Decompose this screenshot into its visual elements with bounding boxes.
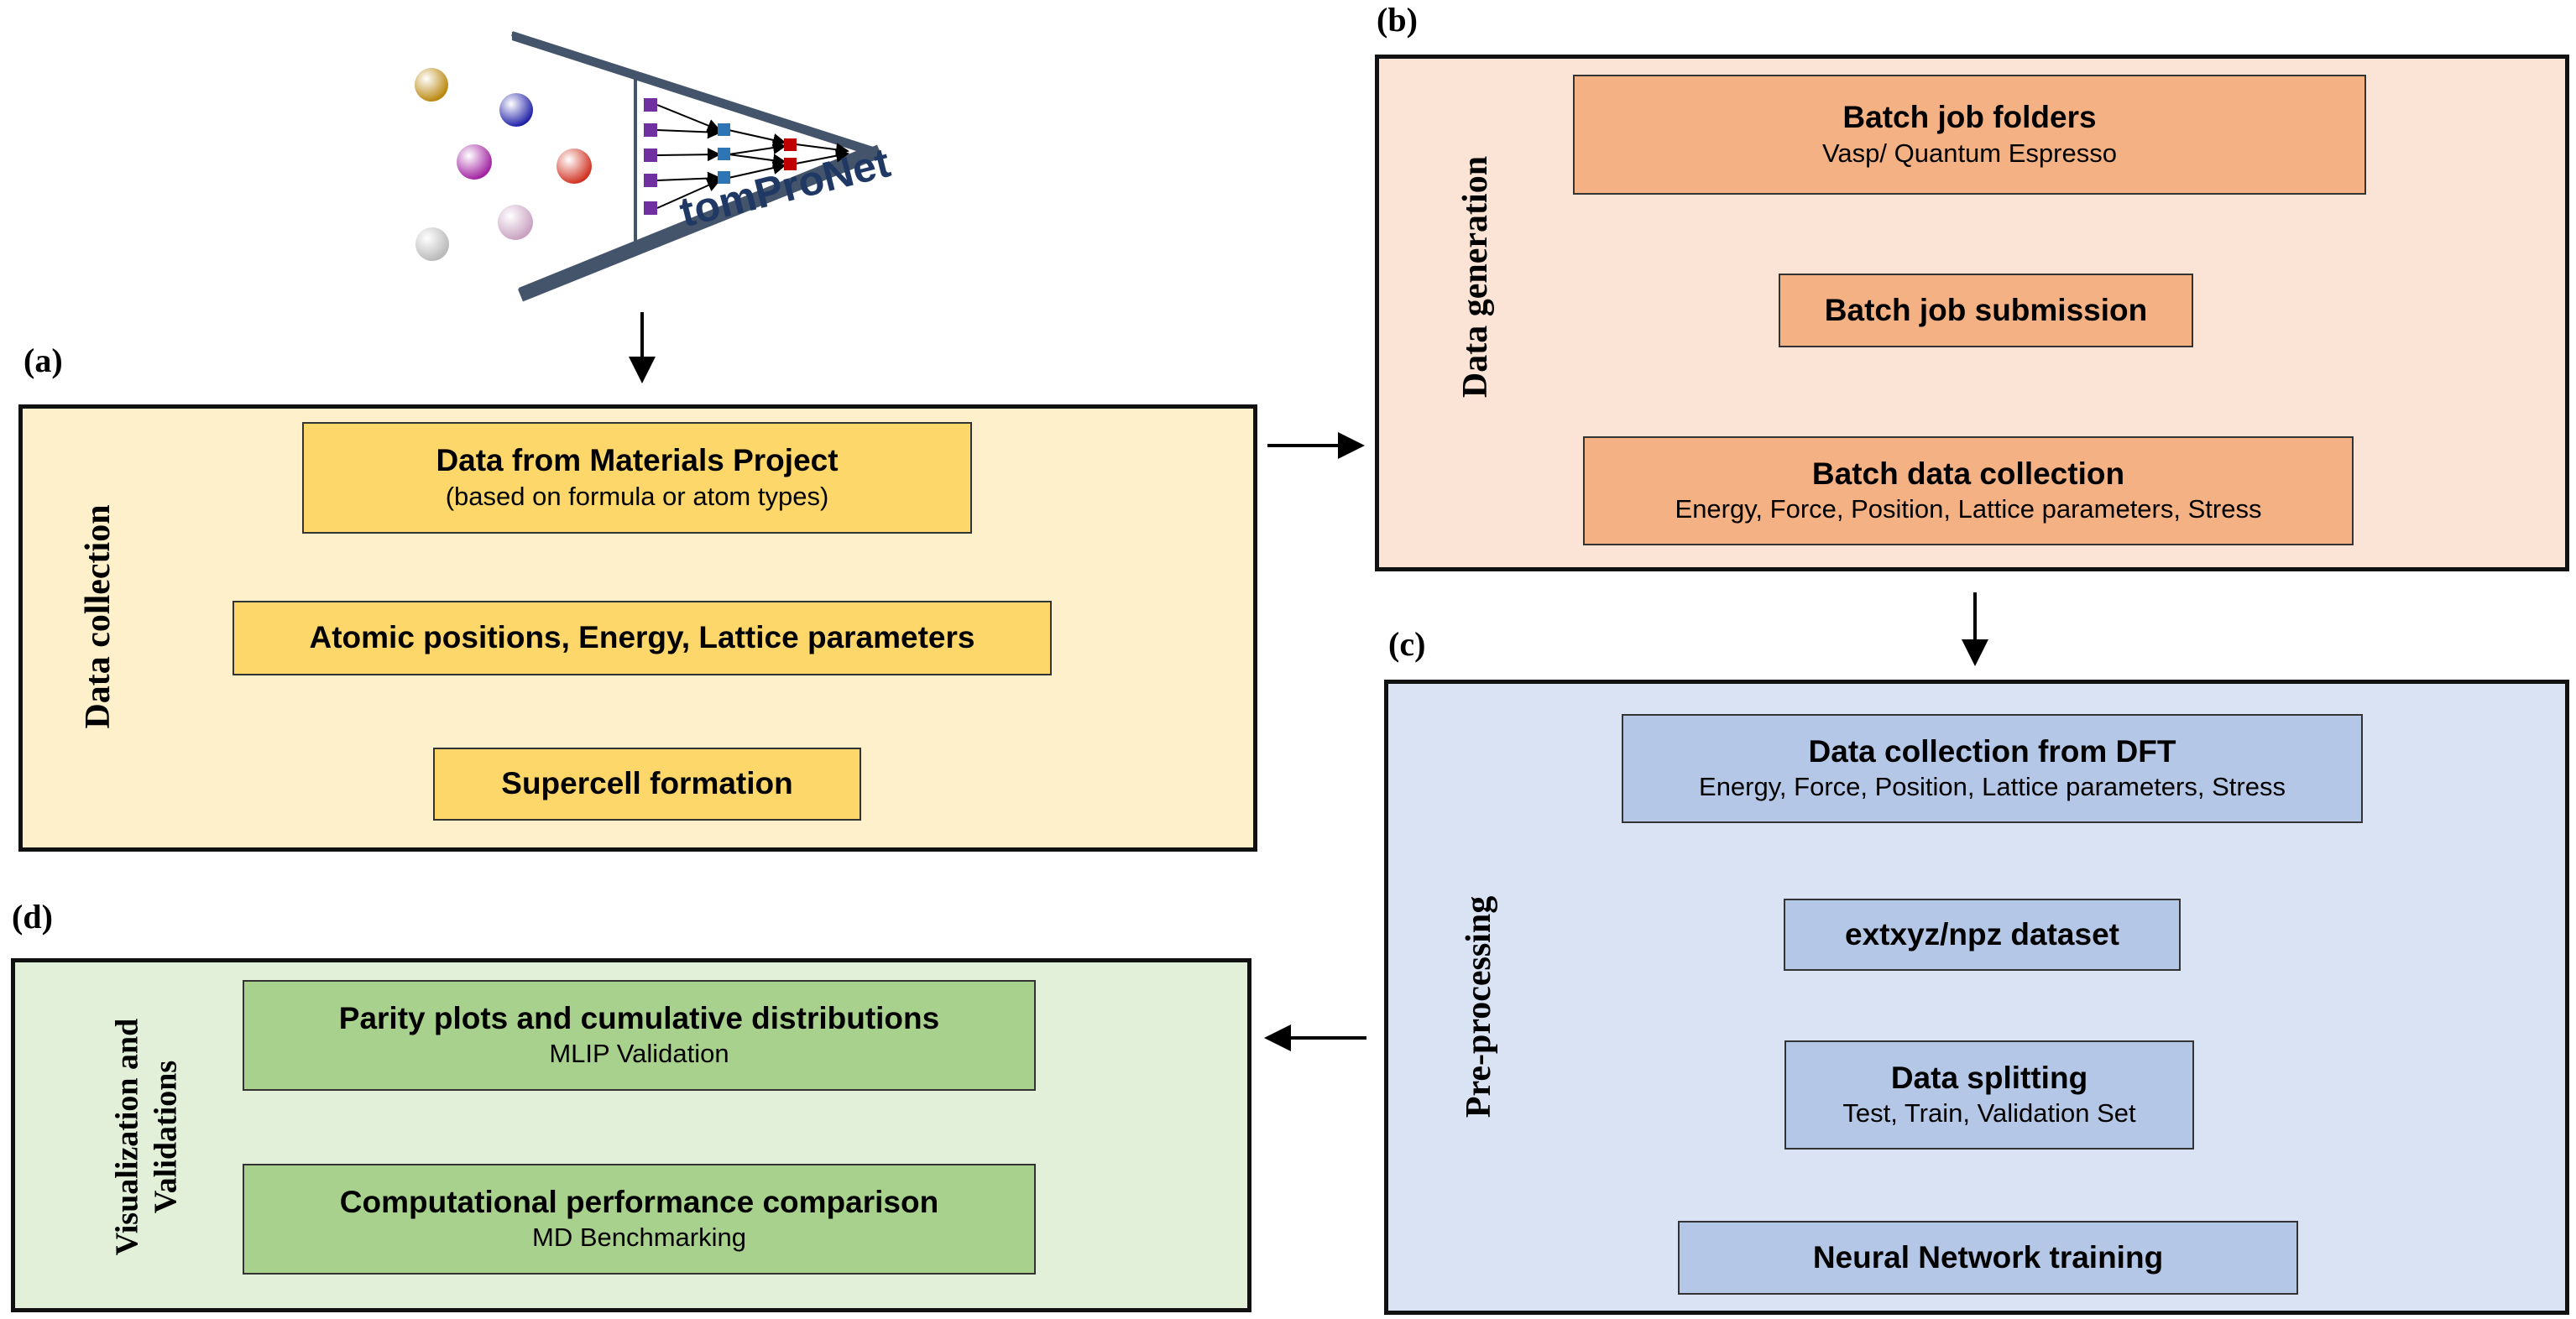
input-node [644,98,657,112]
box-title: Computational performance comparison [339,1184,939,1219]
box-batch-job-submission: Batch job submission [1779,274,2193,347]
box-title: Data collection from DFT [1808,733,2176,769]
logo-atoms [415,68,592,261]
box-title: Batch job submission [1824,292,2148,327]
atom-sphere [499,93,533,127]
box-parity-plots: Parity plots and cumulative distribution… [243,980,1036,1091]
side-label-line-1: Visualization and [109,1018,145,1256]
input-node [644,123,657,137]
funnel-top-edge [511,31,874,152]
box-title: Data from Materials Project [436,443,839,478]
box-subtitle: Test, Train, Validation Set [1842,1098,2136,1129]
box-subtitle: Vasp/ Quantum Espresso [1822,138,2117,168]
side-label-line-2: Validations [148,1060,183,1214]
box-subtitle: MD Benchmarking [532,1223,746,1253]
hidden-node [718,171,730,184]
output-node [784,158,797,170]
box-subtitle: (based on formula or atom types) [445,481,829,511]
output-node [784,138,797,151]
box-supercell-formation: Supercell formation [433,748,861,821]
box-title: Data splitting [1890,1060,2088,1095]
panel-b-label: (b) [1377,1,1418,39]
hidden-node [718,123,730,136]
panel-d-label: (d) [12,898,53,936]
panel-b-side-label: Data generation [1455,155,1495,399]
box-neural-network-training: Neural Network training [1678,1221,2298,1295]
atom-sphere [556,149,592,184]
logo-funnel [511,31,882,302]
input-node [644,174,657,187]
box-title: Atomic positions, Energy, Lattice parame… [309,620,975,655]
box-batch-job-folders: Batch job folders Vasp/ Quantum Espresso [1573,75,2366,195]
panel-c-label: (c) [1388,625,1426,663]
box-subtitle: Energy, Force, Position, Lattice paramet… [1699,772,2286,802]
input-node [644,201,657,215]
box-title: extxyz/npz dataset [1845,916,2119,951]
panel-d-side-label: Visualization and Validations [108,1019,185,1256]
box-title: Neural Network training [1812,1239,2164,1275]
panel-a-side-label: Data collection [78,504,118,729]
box-title: Batch data collection [1811,456,2125,491]
atom-sphere [457,144,492,180]
atom-sphere [415,227,449,261]
panel-c-side-label: Pre-processing [1459,895,1498,1118]
box-title: Batch job folders [1842,100,2097,135]
input-node [644,149,657,162]
box-data-splitting: Data splitting Test, Train, Validation S… [1784,1040,2194,1150]
atom-sphere [415,68,448,102]
funnel-bottom-edge [518,144,882,302]
box-data-collection-dft: Data collection from DFT Energy, Force, … [1622,714,2363,823]
logo-nn-nodes [644,98,797,215]
box-materials-project: Data from Materials Project (based on fo… [302,422,972,534]
logo-neural-network [656,104,849,209]
panel-a-label: (a) [24,341,63,379]
box-subtitle: Energy, Force, Position, Lattice paramet… [1675,494,2262,524]
box-computational-performance: Computational performance comparison MD … [243,1164,1036,1275]
box-batch-data-collection: Batch data collection Energy, Force, Pos… [1583,436,2354,545]
atom-sphere [498,205,533,240]
box-extxyz-npz-dataset: extxyz/npz dataset [1784,899,2181,971]
box-title: Parity plots and cumulative distribution… [338,1000,940,1035]
box-atomic-positions: Atomic positions, Energy, Lattice parame… [233,601,1052,675]
box-title: Supercell formation [501,766,793,801]
box-subtitle: MLIP Validation [549,1039,729,1069]
hidden-node [718,148,730,160]
